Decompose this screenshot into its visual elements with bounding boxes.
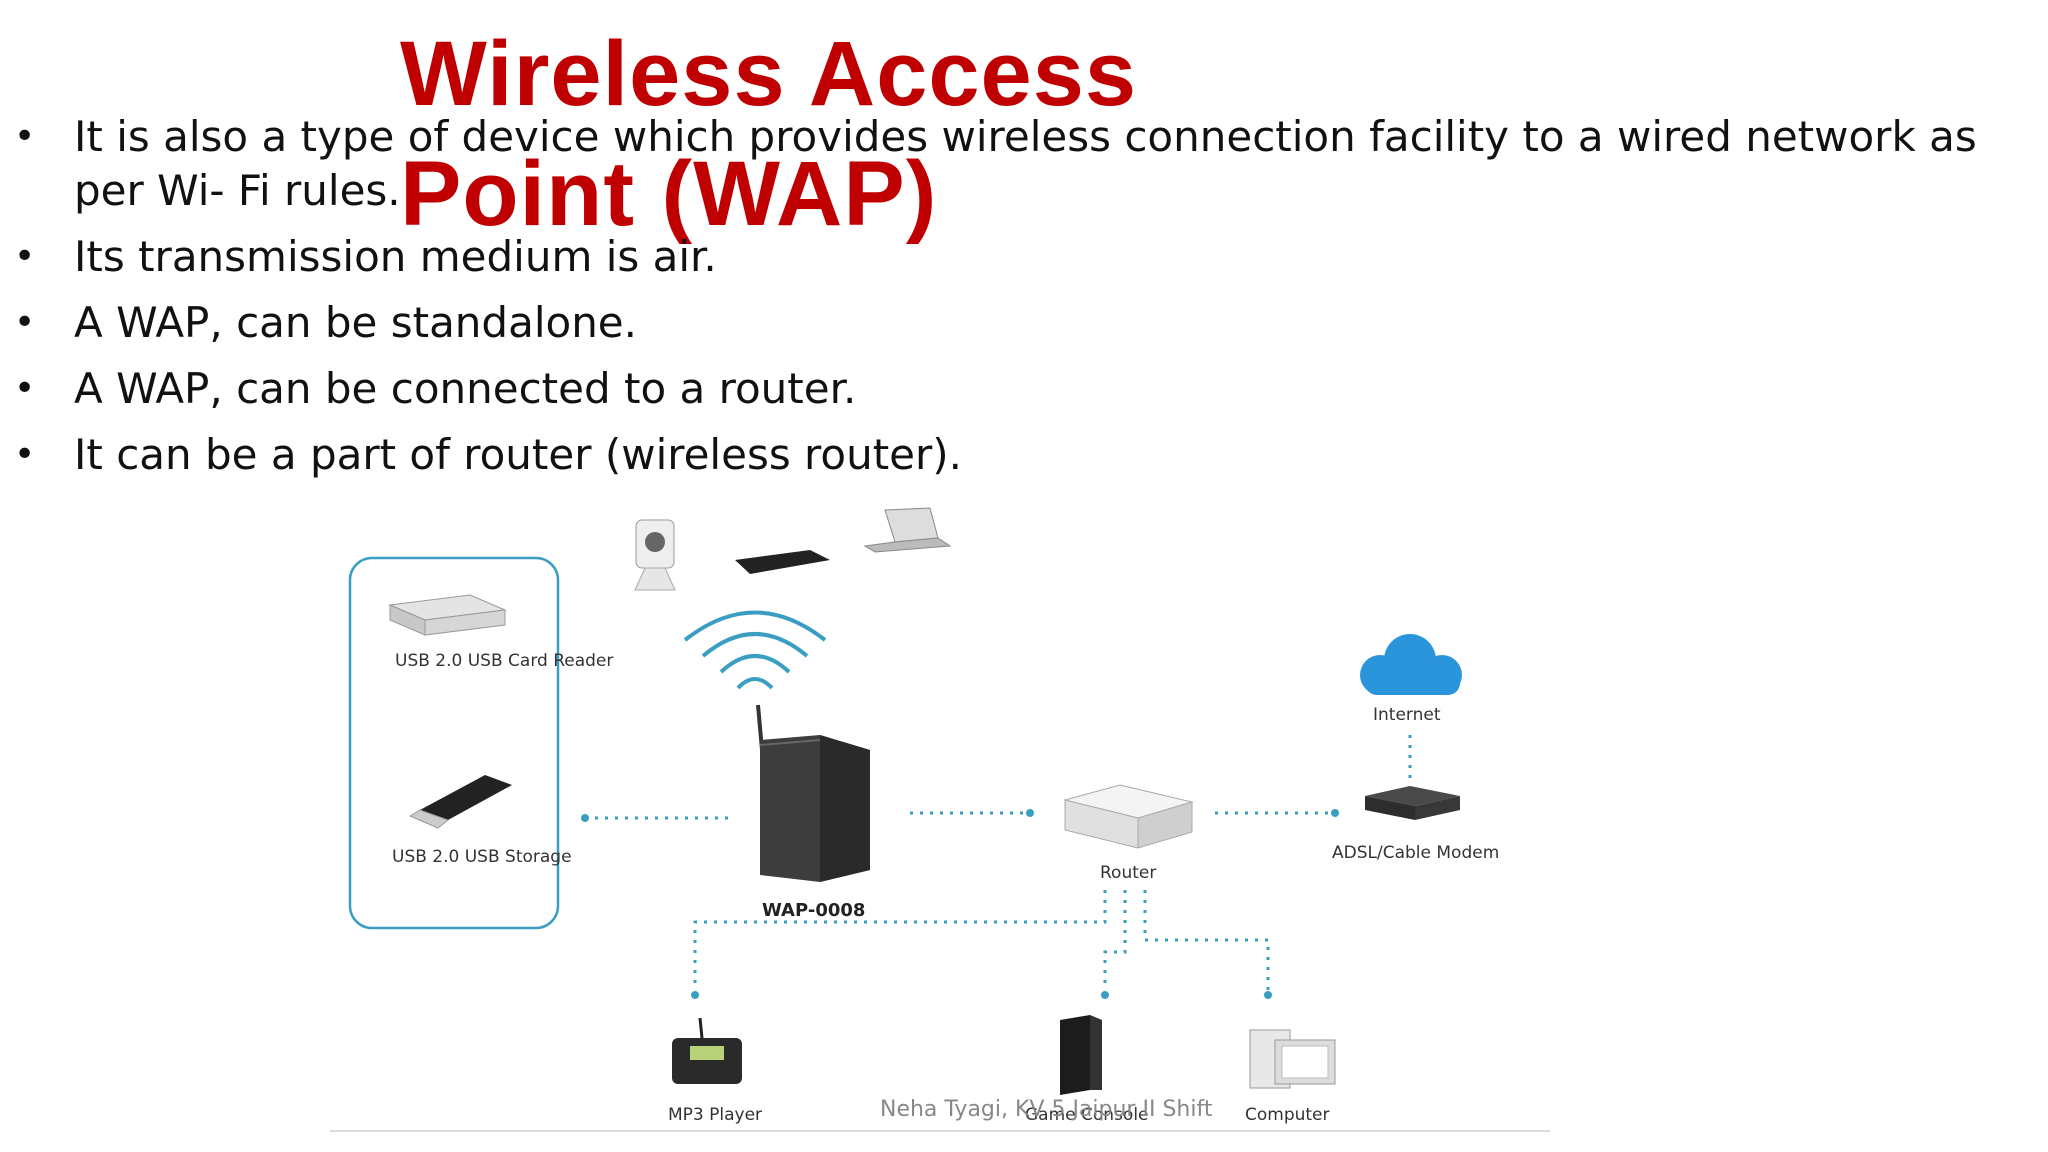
usb-storage-label: USB 2.0 USB Storage bbox=[392, 847, 572, 867]
bullet-item: A WAP, can be standalone. bbox=[0, 296, 2000, 350]
wifi-signal-icon bbox=[683, 610, 827, 690]
laptop-icon bbox=[863, 507, 952, 553]
footer-text: Neha Tyagi, KV 5 Jaipur II Shift bbox=[880, 1097, 1213, 1122]
router-modem-node bbox=[1331, 809, 1339, 817]
wap-label: WAP-0008 bbox=[762, 900, 865, 921]
game-console-label: Game Console bbox=[1025, 1105, 1149, 1125]
bullet-item: It is also a type of device which provid… bbox=[0, 110, 2000, 218]
mp3-player-icon bbox=[672, 1017, 742, 1084]
computer-label: Computer bbox=[1245, 1105, 1330, 1125]
internet-label: Internet bbox=[1373, 705, 1441, 725]
wap-icon bbox=[756, 704, 870, 882]
usb-card-reader-label: USB 2.0 USB Card Reader bbox=[395, 651, 613, 671]
usb-adapter-icon bbox=[735, 550, 830, 574]
mp3-node bbox=[691, 991, 699, 999]
game-console-icon bbox=[1060, 1015, 1102, 1095]
computer-node bbox=[1264, 991, 1272, 999]
modem-icon bbox=[1365, 786, 1460, 820]
router-icon bbox=[1063, 784, 1194, 849]
network-diagram: USB 2.0 USB Card Reader USB 2.0 USB Stor… bbox=[348, 507, 1499, 1125]
usb-devices-box bbox=[348, 556, 560, 930]
router-label: Router bbox=[1100, 863, 1156, 883]
usb-stick-icon bbox=[408, 775, 512, 829]
usb-link-node bbox=[581, 814, 589, 822]
bullet-item: It can be a part of router (wireless rou… bbox=[0, 428, 2000, 482]
wap-router-node bbox=[1026, 809, 1034, 817]
camera-icon bbox=[634, 519, 676, 591]
bullet-item: Its transmission medium is air. bbox=[0, 230, 2000, 284]
divider bbox=[330, 1130, 1550, 1132]
bullet-list: It is also a type of device which provid… bbox=[0, 110, 2000, 494]
computer-icon bbox=[1249, 1029, 1336, 1089]
console-node bbox=[1101, 991, 1109, 999]
mp3-player-label: MP3 Player bbox=[668, 1105, 762, 1125]
cloud-icon bbox=[1360, 634, 1462, 695]
card-reader-icon bbox=[388, 594, 507, 636]
distribution-lines bbox=[693, 890, 1270, 990]
modem-label: ADSL/Cable Modem bbox=[1332, 843, 1499, 863]
bullet-item: A WAP, can be connected to a router. bbox=[0, 362, 2000, 416]
